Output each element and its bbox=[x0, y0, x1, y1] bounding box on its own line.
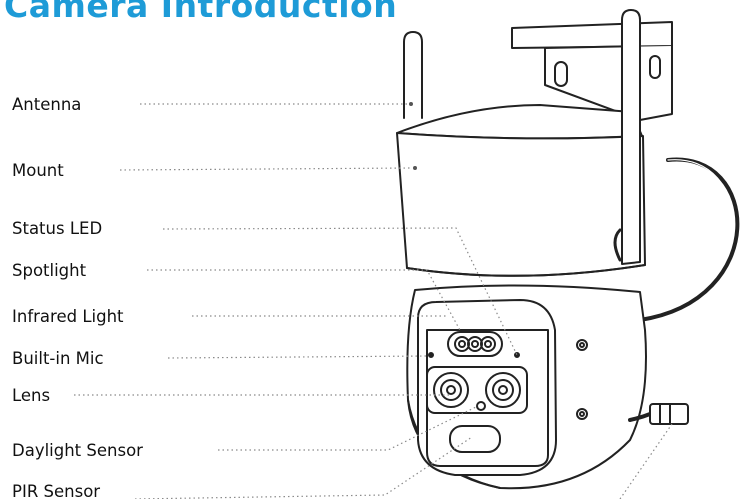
label-infrared-light: Infrared Light bbox=[12, 307, 124, 326]
leader-built-in-mic bbox=[167, 355, 429, 359]
label-lens: Lens bbox=[12, 386, 51, 405]
label-pir-sensor: PIR Sensor bbox=[12, 482, 101, 501]
screw-top bbox=[576, 339, 588, 351]
mic-dot bbox=[428, 352, 434, 358]
leader-pir-sensor bbox=[134, 436, 473, 499]
leader-network-cable bbox=[619, 423, 673, 499]
antenna-right bbox=[621, 9, 641, 265]
antenna-left bbox=[403, 31, 423, 119]
screw-bottom bbox=[576, 408, 588, 420]
label-daylight-sensor: Daylight Sensor bbox=[12, 441, 143, 460]
lens-left bbox=[433, 372, 469, 408]
label-spotlight: Spotlight bbox=[12, 261, 87, 280]
daylight-sensor-dot bbox=[476, 401, 486, 411]
pir-window bbox=[449, 425, 501, 453]
leader-spotlight bbox=[147, 269, 462, 333]
label-built-in-mic: Built-in Mic bbox=[12, 349, 104, 368]
power-cable bbox=[638, 157, 740, 322]
lens-right bbox=[485, 372, 521, 408]
leader-daylight-sensor bbox=[218, 405, 479, 451]
leader-status-led bbox=[162, 227, 518, 356]
diagram-title: Camera Introduction bbox=[4, 0, 398, 25]
label-status-led: Status LED bbox=[12, 219, 103, 238]
label-antenna: Antenna bbox=[12, 95, 82, 114]
label-mount: Mount bbox=[12, 161, 64, 180]
network-cable bbox=[628, 412, 652, 422]
leader-mount bbox=[119, 167, 413, 171]
